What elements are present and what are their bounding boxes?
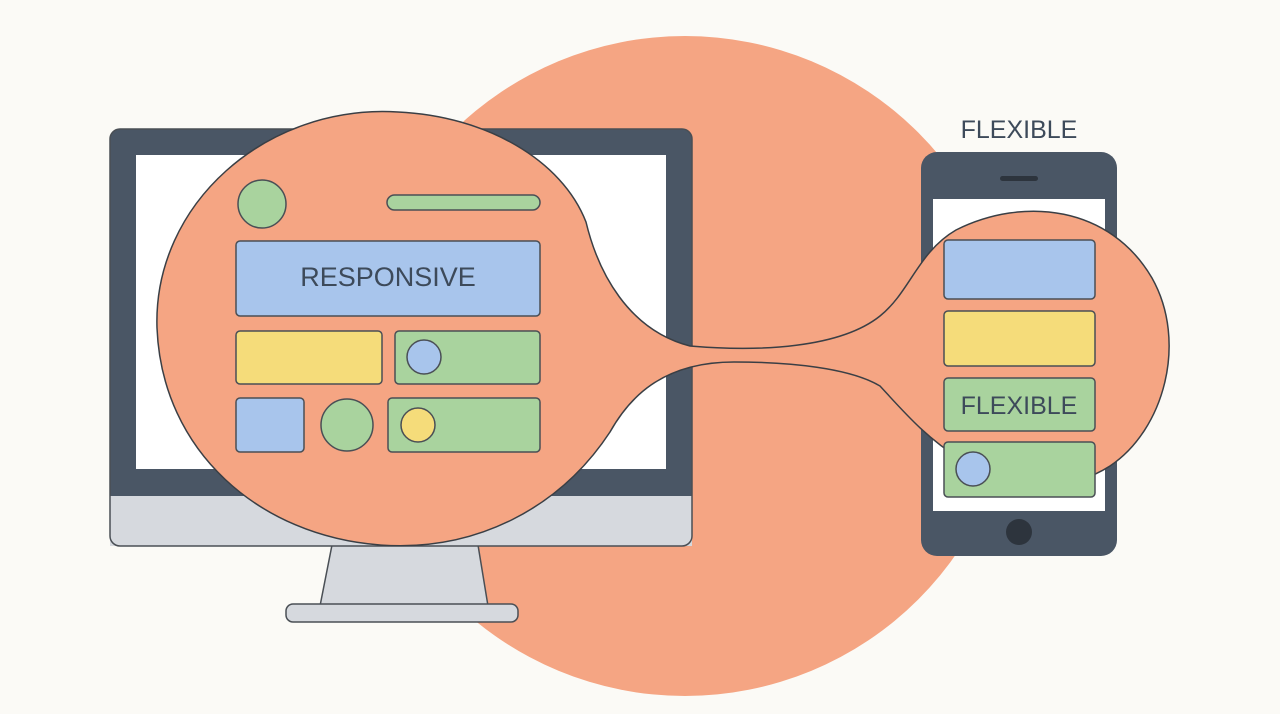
phone-yellow-card — [943, 310, 1096, 367]
desktop-green-card-2-dot — [400, 407, 436, 443]
responsive-label: RESPONSIVE — [300, 262, 476, 292]
phone-flexible-card-label: FLEXIBLE — [961, 392, 1078, 420]
desktop-green-card-1-dot — [406, 339, 442, 375]
desktop-avatar-circle — [237, 179, 287, 229]
desktop-yellow-card — [235, 330, 383, 385]
monitor-stand-base — [285, 603, 519, 623]
phone-home-button — [1006, 519, 1032, 545]
phone-green-card-dot — [955, 451, 991, 487]
phone-speaker — [1000, 176, 1038, 181]
desktop-responsive-card — [235, 240, 541, 317]
phone-flexible-card — [943, 377, 1096, 432]
phone-layout-cards: FLEXIBLE — [943, 239, 1096, 498]
desktop-header-bar — [386, 194, 541, 211]
monitor-stand — [319, 544, 489, 607]
desktop-blue-square — [235, 397, 305, 453]
phone-blue-card — [943, 239, 1096, 300]
desktop-green-circle — [320, 398, 374, 452]
desktop-layout-cards: RESPONSIVE — [235, 179, 541, 453]
phone-title: FLEXIBLE — [961, 116, 1078, 144]
